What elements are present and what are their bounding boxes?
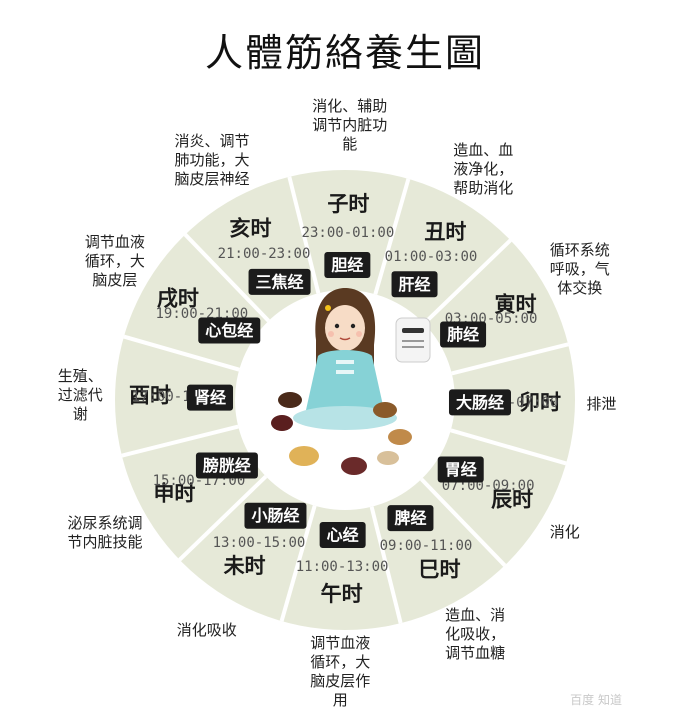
girl-illustration [271, 288, 431, 475]
meridian-label: 肺经 [447, 325, 479, 344]
note-xu: 调节血液 循环，大 脑皮层 [84, 233, 145, 290]
meridian-label: 小肠经 [251, 506, 299, 525]
note-you: 生殖、 过滤代 谢 [57, 366, 103, 423]
segment-divider [183, 233, 271, 323]
segment-name: 戌时 [157, 287, 199, 311]
bowl-icon [289, 446, 319, 466]
note-si: 造血、消 化吸收， 调节血糖 [445, 606, 506, 663]
segment-name: 丑时 [424, 220, 466, 244]
segment-name: 申时 [153, 482, 195, 506]
segment-name: 酉时 [129, 384, 171, 408]
girl-dress-icon [306, 350, 384, 424]
meridian-label: 三焦经 [256, 272, 304, 291]
segment-name: 亥时 [229, 216, 271, 240]
segment-name: 午时 [321, 582, 363, 606]
bowl-icon [373, 402, 397, 418]
segment-divider [369, 506, 403, 624]
segment-time: 21:00-23:00 [218, 246, 311, 262]
meridian-label: 膀胱经 [203, 456, 251, 475]
watermark: 百度 知道 [570, 693, 622, 707]
meridian-badge [248, 268, 311, 295]
segment-divider [451, 342, 569, 376]
segment-layer: 子时 23:00-01:00 胆经 丑时 01:00-03:00 肝经寅时03:00-05… [129, 192, 561, 606]
note-shen: 泌尿系统调 节内脏技能 [67, 514, 143, 552]
segment-divider [419, 477, 507, 567]
segment-wu: 午时 11:00-13:00 心经 [296, 521, 389, 606]
meridian-badge [440, 321, 487, 348]
segment-name: 寅时 [495, 292, 537, 316]
segment-divider [178, 474, 268, 562]
segment-divider [373, 178, 411, 295]
meridian-label: 胃经 [445, 460, 477, 479]
girl-face-icon [325, 305, 365, 351]
segment-divider [287, 176, 321, 294]
meridian-badge [391, 271, 438, 298]
meridian-badge [187, 384, 234, 411]
segment-divider [422, 238, 512, 326]
meridian-label: 心经 [327, 525, 359, 544]
meridian-badge [244, 502, 307, 529]
segment-time: 09:00-11:00 [380, 538, 473, 554]
meridian-badge [387, 505, 434, 532]
segment-time: 13:00-15:00 [213, 535, 306, 551]
note-wu: 调节血液 循环，大 脑皮层作 用 [310, 634, 371, 709]
note-wei: 消化吸收 [176, 620, 237, 639]
meridian-badge [319, 521, 366, 548]
segment-zi: 子时 23:00-01:00 胆经 [302, 192, 395, 279]
bowl-icon [278, 392, 302, 408]
meridian-label: 肾经 [194, 388, 226, 407]
note-hai: 消炎、调节 肺功能，大 脑皮层神经 [174, 131, 250, 188]
segment-name: 辰时 [491, 487, 533, 511]
segment-time: 01:00-03:00 [385, 249, 478, 265]
meridian-label: 脾经 [394, 509, 426, 528]
segment-name: 未时 [224, 554, 266, 578]
segment-time: 23:00-01:00 [302, 225, 395, 241]
bowl-icon [341, 457, 367, 475]
segment-chou: 丑时 01:00-03:00 肝经 [385, 220, 478, 298]
note-chou: 造血、血 液净化， 帮助消化 [453, 141, 514, 198]
note-mao: 排泄 [586, 394, 617, 413]
meridian-label: 大肠经 [456, 393, 504, 412]
segment-time: 11:00-13:00 [296, 559, 389, 575]
bowl-icon [377, 451, 399, 465]
bowl-icon [388, 429, 412, 445]
segment-si: 巳时 09:00-11:00 脾经 [380, 505, 473, 582]
segment-divider [121, 424, 239, 458]
segment-hai: 亥时 21:00-23:00 三焦经 [218, 216, 311, 295]
segment-divider [279, 505, 317, 622]
bowl-icon [271, 415, 293, 431]
segment-wei: 未时 13:00-15:00 小肠经 [213, 502, 307, 578]
segment-name: 子时 [327, 192, 369, 216]
meridian-label: 心包经 [205, 321, 253, 340]
note-chen: 消化 [549, 522, 580, 541]
meridian-badge [198, 317, 261, 344]
segment-name: 巳时 [419, 558, 461, 582]
meridian-badge [448, 389, 511, 416]
meridian-badge [195, 452, 258, 479]
note-zi: 消化、辅助 调节内脏功 能 [312, 97, 388, 154]
meridian-badge [437, 456, 484, 483]
meridian-badge [324, 252, 371, 279]
segment-divider [450, 428, 567, 466]
note-yin: 循环系统 呼吸，气 体交换 [549, 241, 610, 298]
meridian-label: 胆经 [331, 256, 363, 275]
meridian-label: 肝经 [399, 275, 431, 294]
segment-name: 卯时 [519, 390, 561, 414]
page-title: 人體筋絡養生圖 [204, 31, 485, 75]
segment-divider [123, 334, 240, 372]
